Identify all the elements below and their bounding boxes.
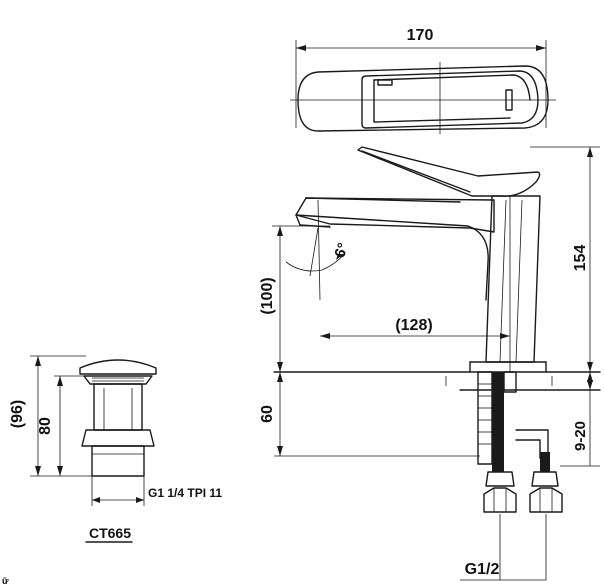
width-label: 170 bbox=[407, 27, 434, 44]
flexible-hose-right bbox=[540, 452, 550, 472]
height-label: 154 bbox=[572, 245, 589, 272]
mounting-shank bbox=[477, 371, 493, 465]
corner-mark: ữ bbox=[2, 576, 9, 586]
flexible-hose-left bbox=[492, 372, 504, 472]
inlet-connector-left bbox=[483, 487, 517, 513]
drain-cap bbox=[79, 359, 157, 375]
faucet-top-view bbox=[290, 40, 556, 134]
drain-side-view bbox=[30, 355, 157, 543]
drain-thread-label: G1 1/4 TPI 11 bbox=[148, 486, 222, 500]
inlet-thread-label: G1/2 bbox=[465, 561, 500, 578]
drain-overall-label: (96) bbox=[9, 400, 26, 428]
deck-thickness-label: 9-20 bbox=[572, 421, 589, 451]
angle-label: 6° bbox=[331, 241, 352, 260]
drain-height-label: 80 bbox=[37, 417, 54, 435]
inlet-connector-right bbox=[529, 487, 563, 513]
drain-model-label: CT665 bbox=[89, 525, 131, 541]
drain-nut bbox=[81, 429, 155, 447]
drain-tailpiece bbox=[91, 445, 145, 477]
faucet-side-view bbox=[272, 146, 601, 581]
body-below-deck-label: 60 bbox=[259, 405, 276, 423]
spout-height-label: (100) bbox=[259, 277, 276, 314]
reach-label: (128) bbox=[395, 317, 432, 334]
